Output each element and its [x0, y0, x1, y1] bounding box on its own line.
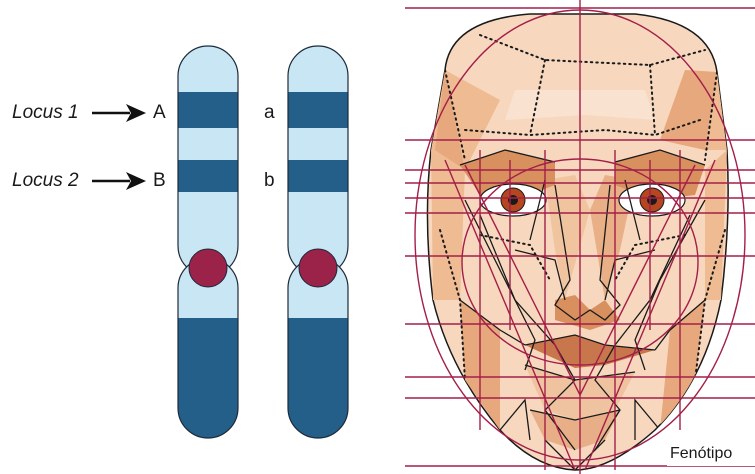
centromere-right [299, 249, 337, 287]
chromosome-left-upper-arm [178, 40, 238, 280]
chromosome-right-upper-arm [288, 40, 348, 280]
band-locus-1-right [288, 92, 348, 128]
chromosome-right [288, 40, 348, 450]
allele-b-label: b [264, 170, 275, 192]
arrow-locus-2 [92, 172, 146, 190]
left-eye [480, 184, 546, 216]
phenotype-face-illustration [405, 0, 755, 474]
band-locus-2-right [288, 160, 348, 192]
allele-A-label: A [153, 102, 166, 124]
allele-a-label: a [264, 102, 275, 124]
chromosome-left [178, 40, 238, 450]
centromere-left [189, 249, 227, 287]
band-locus-2-left [178, 160, 238, 192]
allele-B-label: B [153, 170, 166, 192]
band-locus-1-left [178, 92, 238, 128]
arrow-locus-1 [92, 104, 146, 122]
locus-2-label: Locus 2 [12, 170, 79, 192]
phenotype-caption: Fenótipo [670, 444, 732, 464]
chromosome-diagram [0, 0, 400, 474]
locus-1-label: Locus 1 [12, 102, 79, 124]
